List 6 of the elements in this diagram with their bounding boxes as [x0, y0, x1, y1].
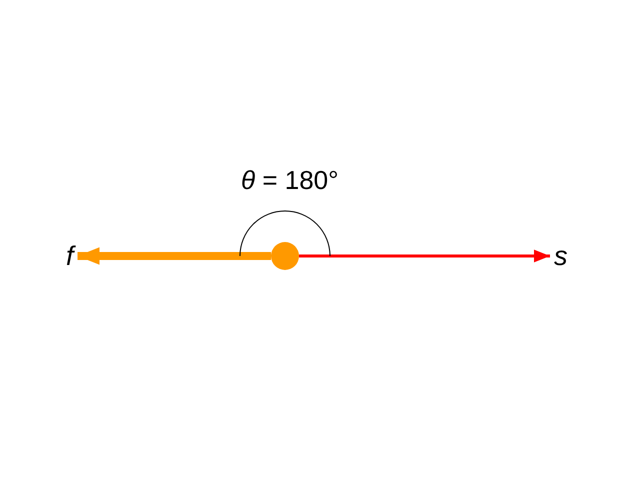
vector-arrow: [78, 247, 271, 265]
angle-label: θ = 180°: [241, 165, 339, 195]
point-dot: [271, 242, 299, 270]
vector-arrow: [299, 250, 550, 262]
vector-label: s: [554, 241, 568, 271]
vector-label: f: [66, 241, 74, 271]
